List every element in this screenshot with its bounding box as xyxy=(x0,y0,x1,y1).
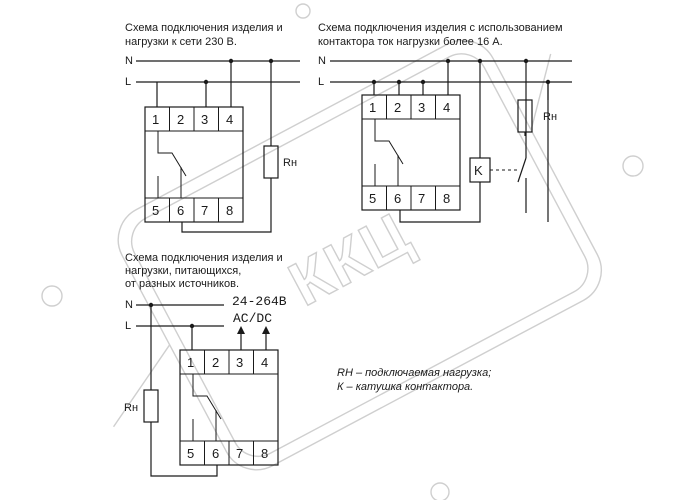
d3-terminal-7: 7 xyxy=(236,446,243,461)
d1-wire-load-6 xyxy=(181,178,272,233)
d3-terminal-1: 1 xyxy=(187,355,194,370)
diagram3-supply-type: AC/DC xyxy=(233,311,272,326)
legend: RH – подключаемая нагрузка; К – катушка … xyxy=(337,367,491,393)
d2-contact-blade xyxy=(517,157,527,183)
diagram1-title-line2: нагрузки к сети 230 В. xyxy=(125,36,237,48)
diagram3-title-line2: нагрузки, питающихся, xyxy=(125,265,241,277)
d2-coil-label: K xyxy=(474,163,483,178)
d1-node xyxy=(203,79,209,85)
d1-terminal-1: 1 xyxy=(152,112,159,127)
d3-terminal-8: 8 xyxy=(261,446,268,461)
diagram-2: Схема подключения изделия с использовани… xyxy=(318,22,572,223)
diagram2-device xyxy=(361,94,461,211)
watermark-ring-left xyxy=(41,285,63,307)
d1-load-resistor xyxy=(263,145,279,179)
watermark-ring-bottom xyxy=(430,482,450,500)
diagram-3: Схема подключения изделия и нагрузки, пи… xyxy=(124,252,287,477)
d3-terminal-4: 4 xyxy=(261,355,268,370)
diagram1-device xyxy=(144,106,244,223)
diagram3-title-line1: Схема подключения изделия и xyxy=(125,252,283,264)
d1-node xyxy=(228,58,234,64)
legend-line-coil: К – катушка контактора. xyxy=(337,381,473,393)
d2-terminal-1: 1 xyxy=(369,100,376,115)
d2-terminal-2: 2 xyxy=(394,100,401,115)
watermark-ring-top xyxy=(295,3,311,19)
d2-terminal-5: 5 xyxy=(369,191,376,206)
d1-terminal-7: 7 xyxy=(201,203,208,218)
d2-node xyxy=(396,79,402,85)
d2-node xyxy=(545,79,551,85)
diagram3-l-label: L xyxy=(125,320,131,332)
d2-node xyxy=(420,79,426,85)
d1-terminal-8: 8 xyxy=(226,203,233,218)
legend-line-load: RH – подключаемая нагрузка; xyxy=(337,367,491,379)
diagram3-supply-voltage: 24-264В xyxy=(232,294,287,309)
d3-terminal-3: 3 xyxy=(236,355,243,370)
diagram1-n-label: N xyxy=(125,55,133,67)
d2-terminal-3: 3 xyxy=(418,100,425,115)
d3-node xyxy=(189,323,195,329)
d2-terminal-8: 8 xyxy=(443,191,450,206)
d2-node xyxy=(445,58,451,64)
diagram3-n-label: N xyxy=(125,299,133,311)
d3-supply-arrow-3 xyxy=(237,326,245,334)
d1-terminal-2: 2 xyxy=(177,112,184,127)
d3-load-resistor xyxy=(143,389,159,423)
diagram2-title-line2: контактора ток нагрузки более 16 А. xyxy=(318,36,503,48)
diagram2-n-label: N xyxy=(318,55,326,67)
d1-terminal-3: 3 xyxy=(201,112,208,127)
d3-terminal-5: 5 xyxy=(187,446,194,461)
d2-load-label: Rн xyxy=(543,111,557,123)
d3-node xyxy=(148,302,154,308)
d3-wire-load-6 xyxy=(150,422,218,477)
d2-terminal-7: 7 xyxy=(418,191,425,206)
d3-supply-arrow-4 xyxy=(262,326,270,334)
d3-terminal-6: 6 xyxy=(212,446,219,461)
d2-node xyxy=(371,79,377,85)
d2-node xyxy=(523,58,529,64)
d1-node xyxy=(268,58,274,64)
watermark: ККЦ xyxy=(41,3,644,500)
d1-terminal-4: 4 xyxy=(226,112,233,127)
diagram1-title-line1: Схема подключения изделия и xyxy=(125,22,283,34)
d2-node xyxy=(477,58,483,64)
d3-load-label: Rн xyxy=(124,402,138,414)
diagram-1: Схема подключения изделия и нагрузки к с… xyxy=(125,22,300,233)
diagram2-l-label: L xyxy=(318,76,324,88)
d3-terminal-2: 2 xyxy=(212,355,219,370)
diagram2-title-line1: Схема подключения изделия с использовани… xyxy=(318,22,563,34)
d1-load-label: Rн xyxy=(283,157,297,169)
d1-terminal-5: 5 xyxy=(152,203,159,218)
d2-terminal-4: 4 xyxy=(443,100,450,115)
watermark-ring-right xyxy=(622,155,644,177)
diagram1-l-label: L xyxy=(125,76,131,88)
diagram3-device xyxy=(179,349,279,466)
d2-wire-coil-6 xyxy=(399,182,481,223)
d2-terminal-6: 6 xyxy=(394,191,401,206)
diagram3-title-line3: от разных источников. xyxy=(125,278,239,290)
d1-terminal-6: 6 xyxy=(177,203,184,218)
watermark-text: ККЦ xyxy=(278,199,423,320)
watermark-frame xyxy=(112,39,602,471)
